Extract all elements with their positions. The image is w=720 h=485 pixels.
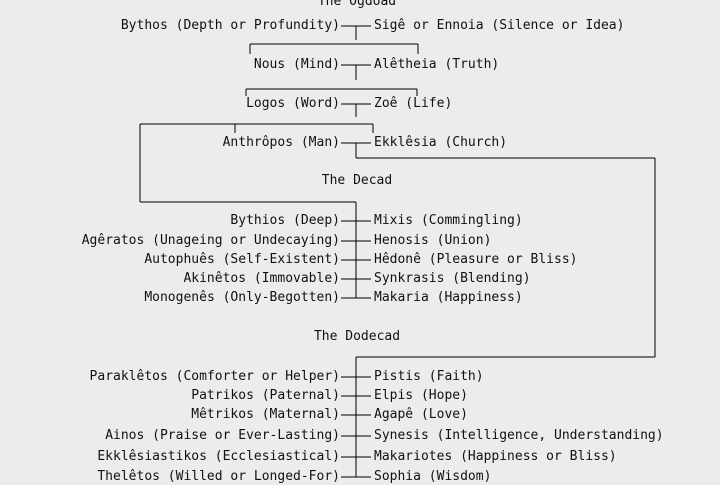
aeon-right: Alêtheia (Truth) — [374, 57, 500, 72]
aeon-right: Mixis (Commingling) — [374, 213, 523, 228]
heading-decad: The Decad — [321, 173, 393, 188]
aeon-left: Ainos (Praise or Ever-Lasting) — [105, 428, 340, 443]
aeon-left: Mêtrikos (Maternal) — [191, 407, 340, 422]
aeon-left: Logos (Word) — [246, 96, 340, 111]
aeon-left: Autophuês (Self-Existent) — [144, 252, 340, 267]
aeon-right: Sophia (Wisdom) — [374, 469, 492, 484]
aeon-right: Makaria (Happiness) — [374, 290, 523, 305]
aeon-right: Agapê (Love) — [374, 407, 468, 422]
aeon-left: Akinêtos (Immovable) — [183, 271, 340, 286]
aeon-right: Synkrasis (Blending) — [374, 271, 531, 286]
aeon-right: Makariotes (Happiness or Bliss) — [374, 449, 617, 464]
heading-ogdoad: The Ogdoad — [317, 0, 397, 9]
aeon-left: Anthrôpos (Man) — [222, 135, 340, 150]
aeon-left: Patrikos (Paternal) — [191, 388, 340, 403]
aeon-left: Nous (Mind) — [253, 57, 340, 72]
aeon-left: Ekklêsiastikos (Ecclesiastical) — [97, 449, 340, 464]
aeon-left: Monogenês (Only-Begotten) — [144, 290, 340, 305]
heading-dodecad: The Dodecad — [313, 329, 401, 344]
aeon-right: Henosis (Union) — [374, 233, 492, 248]
aeon-right: Pistis (Faith) — [374, 369, 484, 384]
aeon-left: Thelêtos (Willed or Longed-For) — [97, 469, 340, 484]
aeon-left: Bythos (Depth or Profundity) — [120, 18, 340, 33]
aeon-left: Bythios (Deep) — [230, 213, 340, 228]
aeon-left: Paraklêtos (Comforter or Helper) — [89, 369, 340, 384]
aeon-right: Sigê or Ennoia (Silence or Idea) — [374, 18, 625, 33]
aeon-right: Hêdonê (Pleasure or Bliss) — [374, 252, 578, 267]
aeon-right: Ekklêsia (Church) — [374, 135, 508, 150]
aeon-right: Synesis (Intelligence, Understanding) — [374, 429, 664, 443]
aeon-left: Agêratos (Unageing or Undecaying) — [81, 233, 340, 248]
aeon-right: Zoê (Life) — [374, 96, 453, 111]
aeon-right: Elpis (Hope) — [374, 388, 468, 403]
